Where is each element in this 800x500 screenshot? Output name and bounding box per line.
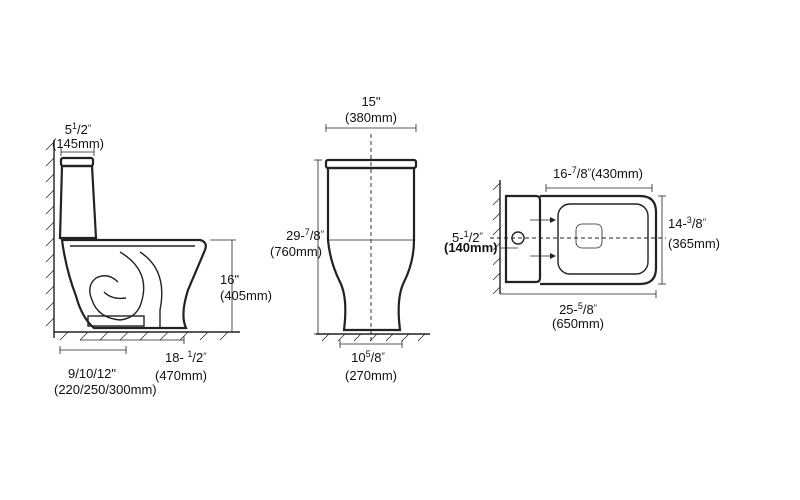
tank-depth-dimension: 51/2′′ (145mm): [52, 121, 104, 156]
seat-height-label: 16": [220, 272, 239, 287]
front-height-mm: (760mm): [270, 244, 322, 259]
seat-height-mm: (405mm): [220, 288, 272, 303]
floor-hatch: [59, 331, 229, 341]
front-base-label: 105/8′′: [351, 349, 385, 365]
front-width-label: 15": [361, 94, 380, 109]
top-bowl-length-dimension: 16-7/8′′(430mm): [545, 165, 653, 192]
front-height-dimension: 29-7/8′′ (760mm): [270, 159, 324, 335]
wall-hatch: [45, 141, 55, 327]
front-width-mm: (380mm): [345, 110, 397, 125]
tank-depth-mm: (145mm): [52, 136, 104, 151]
base-depth-label: 18- 1/2′′: [165, 349, 207, 365]
front-view: 15" (380mm) 29-7/8′′ (760mm) 105/8′′ (27…: [270, 94, 430, 383]
front-base-dimension: 105/8′′ (270mm): [339, 340, 403, 383]
base-depth-mm: (470mm): [155, 368, 207, 383]
side-bowl: [60, 238, 207, 330]
tank-depth-label: 51/2′′: [65, 121, 92, 137]
base-depth-dimension: 18- 1/2′′ (470mm): [80, 336, 207, 383]
top-bowl-length-label: 16-7/8′′(430mm): [553, 165, 643, 181]
top-tank: [504, 194, 542, 284]
top-bowl: [540, 194, 658, 286]
top-width-label: 14-3/8′′: [668, 215, 706, 231]
side-tank: [58, 156, 98, 240]
top-view: 16-7/8′′(430mm) 14-3/8′′ (365mm) 5-1/2′′…: [444, 165, 720, 331]
top-arrows: [530, 217, 556, 259]
top-total-length-dimension: 25-5/8" (650mm): [500, 290, 657, 331]
front-width-dimension: 15" (380mm): [325, 94, 417, 132]
front-floor-hatch: [321, 333, 426, 342]
top-width-dimension: 14-3/8′′ (365mm): [658, 195, 720, 285]
top-total-length-mm: (650mm): [552, 316, 604, 331]
seat-height-dimension: 16" (405mm): [210, 239, 272, 333]
top-outlet-mm: (140mm): [444, 240, 497, 255]
top-width-mm: (365mm): [668, 236, 720, 251]
side-view: 51/2′′ (145mm) 16" (405mm) 9/10/12" (220…: [45, 121, 272, 397]
top-outlet-label: 5-1/2′′: [452, 229, 483, 245]
top-outlet-dimension: 5-1/2′′ (140mm): [444, 229, 518, 255]
rough-in-dimension: 9/10/12" (220/250/300mm): [54, 346, 157, 397]
front-base-mm: (270mm): [345, 368, 397, 383]
rough-in-mm: (220/250/300mm): [54, 382, 157, 397]
top-total-length-label: 25-5/8": [559, 301, 597, 317]
rough-in-label: 9/10/12": [68, 366, 116, 381]
top-wall-hatch: [492, 182, 501, 295]
front-height-label: 29-7/8′′: [286, 227, 324, 243]
